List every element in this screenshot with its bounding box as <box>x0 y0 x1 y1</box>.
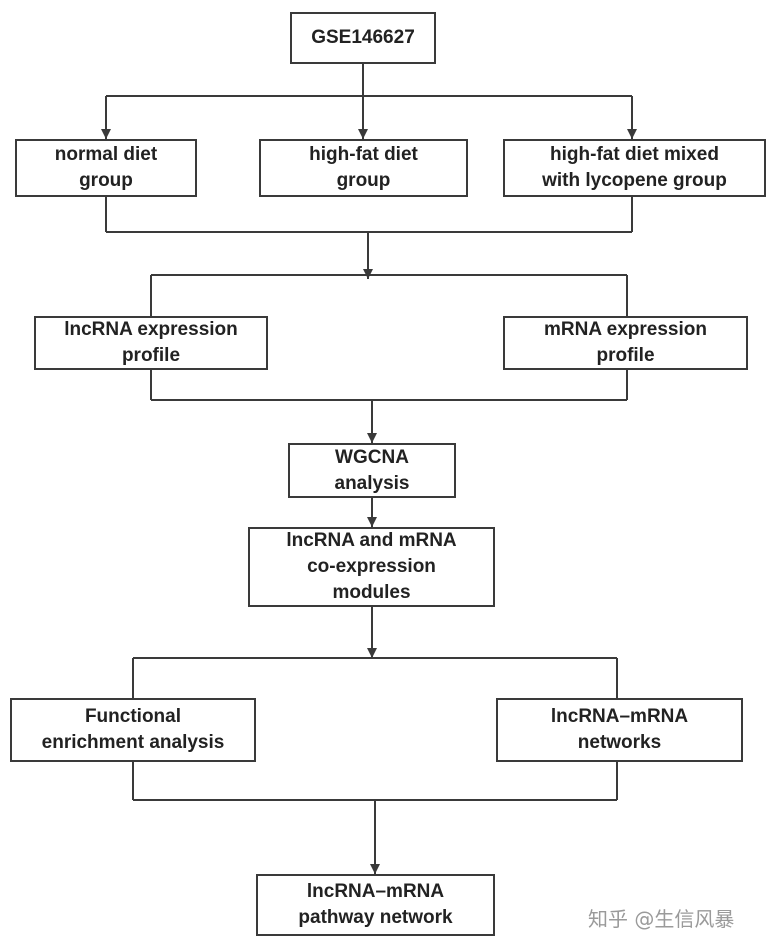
node-normal-diet-group: normal diet group <box>15 139 197 197</box>
node-functional-enrichment: Functional enrichment analysis <box>10 698 256 762</box>
node-dataset-label: GSE146627 <box>311 27 415 48</box>
node-lycopene-label: high-fat diet mixed with lycopene group <box>542 144 727 191</box>
node-lncrna-mrna-networks: lncRNA–mRNA networks <box>496 698 743 762</box>
node-lncrna-profile-label: lncRNA expression profile <box>64 319 238 366</box>
node-wgcna-label: WGCNA analysis <box>334 446 410 494</box>
node-networks-label: lncRNA–mRNA networks <box>550 706 689 753</box>
node-lncrna-expression-profile: lncRNA expression profile <box>34 316 268 370</box>
node-high-fat-diet-label: high-fat diet group <box>309 144 418 191</box>
node-functional-label: Functional enrichment analysis <box>41 706 225 753</box>
node-dataset: GSE146627 <box>290 12 436 64</box>
node-lycopene-group: high-fat diet mixed with lycopene group <box>503 139 766 197</box>
node-coexpression-label: lncRNA and mRNA co-expression modules <box>286 530 457 603</box>
node-wgcna-analysis: WGCNA analysis <box>288 443 456 498</box>
node-mrna-expression-profile: mRNA expression profile <box>503 316 748 370</box>
watermark-text: 知乎 @生信风暴 <box>588 907 735 931</box>
node-pathway-label: lncRNA–mRNA pathway network <box>298 881 453 928</box>
node-mrna-profile-label: mRNA expression profile <box>544 319 707 366</box>
node-coexpression-modules: lncRNA and mRNA co-expression modules <box>248 527 495 607</box>
node-high-fat-diet-group: high-fat diet group <box>259 139 468 197</box>
node-normal-diet-label: normal diet group <box>54 144 158 191</box>
node-pathway-network: lncRNA–mRNA pathway network <box>256 874 495 936</box>
